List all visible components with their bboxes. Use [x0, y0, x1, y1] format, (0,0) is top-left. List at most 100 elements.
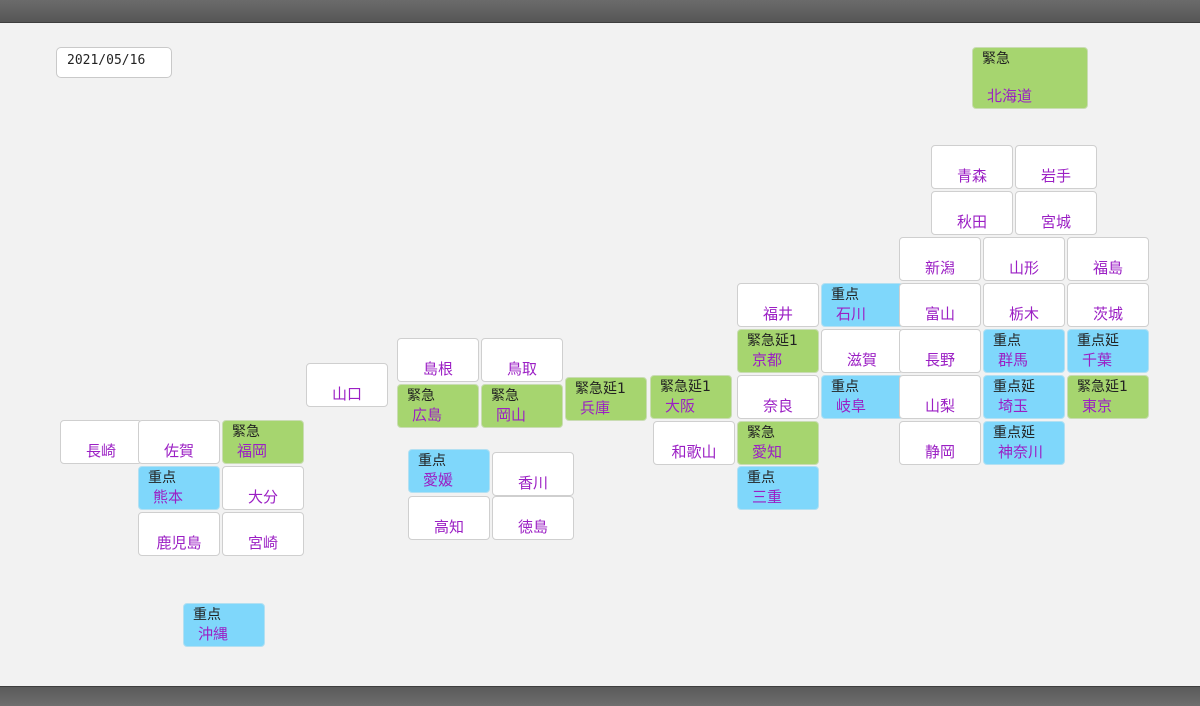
pref-ehime[interactable]: 重点愛媛: [408, 449, 490, 493]
pref-name: 熊本: [153, 488, 184, 506]
pref-name: 岐阜: [836, 397, 867, 415]
pref-name: 大阪: [665, 397, 696, 415]
pref-hiroshima[interactable]: 緊急広島: [397, 384, 479, 428]
pref-status: 緊急: [407, 388, 435, 404]
pref-name: 鹿児島: [156, 534, 202, 552]
pref-fukuoka[interactable]: 緊急福岡: [222, 420, 304, 464]
pref-fukushima[interactable]: 福島: [1067, 237, 1149, 281]
window-top-bar: [0, 0, 1200, 23]
pref-tochigi[interactable]: 栃木: [983, 283, 1065, 327]
pref-iwate[interactable]: 岩手: [1015, 145, 1097, 189]
pref-mie[interactable]: 重点三重: [737, 466, 819, 510]
pref-wakayama[interactable]: 和歌山: [653, 421, 735, 465]
pref-status: 緊急: [491, 388, 519, 404]
pref-yamagata[interactable]: 山形: [983, 237, 1065, 281]
pref-nara[interactable]: 奈良: [737, 375, 819, 419]
pref-name: 三重: [752, 488, 783, 506]
pref-name: 沖縄: [198, 625, 229, 643]
pref-name: 山口: [331, 385, 362, 403]
pref-miyazaki[interactable]: 宮崎: [222, 512, 304, 556]
pref-name: 富山: [924, 305, 955, 323]
pref-toyama[interactable]: 富山: [899, 283, 981, 327]
pref-gunma[interactable]: 重点群馬: [983, 329, 1065, 373]
pref-name: 和歌山: [671, 443, 717, 461]
pref-nagano[interactable]: 長野: [899, 329, 981, 373]
pref-name: 長野: [924, 351, 955, 369]
pref-kochi[interactable]: 高知: [408, 496, 490, 540]
pref-kyoto[interactable]: 緊急延1 京都: [737, 329, 819, 373]
pref-fukui[interactable]: 福井: [737, 283, 819, 327]
pref-kagoshima[interactable]: 鹿児島: [138, 512, 220, 556]
pref-status: 重点延: [1077, 333, 1119, 349]
pref-status: 重点延: [993, 425, 1035, 441]
pref-saitama[interactable]: 重点延埼玉: [983, 375, 1065, 419]
pref-status: 緊急: [232, 424, 260, 440]
pref-nagasaki[interactable]: 長崎: [60, 420, 142, 464]
pref-name: 佐賀: [163, 442, 194, 460]
pref-status: 緊急: [982, 51, 1010, 67]
pref-shizuoka[interactable]: 静岡: [899, 421, 981, 465]
pref-name: 北海道: [987, 87, 1033, 105]
pref-tokushima[interactable]: 徳島: [492, 496, 574, 540]
pref-status: 緊急延1: [1077, 379, 1128, 395]
pref-oita[interactable]: 大分: [222, 466, 304, 510]
pref-status: 重点: [193, 607, 221, 623]
pref-name: 福井: [762, 305, 793, 323]
pref-akita[interactable]: 秋田: [931, 191, 1013, 235]
pref-yamaguchi[interactable]: 山口: [306, 363, 388, 407]
pref-name: 大分: [247, 488, 278, 506]
pref-status: 緊急: [747, 425, 775, 441]
pref-kanagawa[interactable]: 重点延神奈川: [983, 421, 1065, 465]
pref-status: 重点: [747, 470, 775, 486]
pref-okinawa[interactable]: 重点沖縄: [183, 603, 265, 647]
pref-shimane[interactable]: 島根: [397, 338, 479, 382]
pref-chiba[interactable]: 重点延千葉: [1067, 329, 1149, 373]
pref-name: 新潟: [924, 259, 955, 277]
pref-name: 神奈川: [998, 443, 1044, 461]
date-display: 2021/05/16: [56, 47, 172, 78]
pref-status: 緊急延1: [575, 381, 626, 397]
pref-name: 愛媛: [423, 471, 454, 489]
pref-name: 山形: [1008, 259, 1039, 277]
pref-name: 長崎: [85, 442, 116, 460]
pref-status: 重点: [831, 379, 859, 395]
pref-kumamoto[interactable]: 重点熊本: [138, 466, 220, 510]
pref-name: 徳島: [517, 518, 548, 536]
window-bottom-bar: [0, 686, 1200, 706]
pref-name: 茨城: [1092, 305, 1123, 323]
pref-status: 重点延: [993, 379, 1035, 395]
pref-name: 高知: [433, 518, 464, 536]
pref-name: 栃木: [1008, 305, 1039, 323]
pref-aomori[interactable]: 青森: [931, 145, 1013, 189]
pref-okayama[interactable]: 緊急岡山: [481, 384, 563, 428]
pref-shiga[interactable]: 滋賀: [821, 329, 903, 373]
pref-ibaraki[interactable]: 茨城: [1067, 283, 1149, 327]
pref-miyagi[interactable]: 宮城: [1015, 191, 1097, 235]
pref-status: 緊急延1: [747, 333, 798, 349]
pref-aichi[interactable]: 緊急愛知: [737, 421, 819, 465]
pref-name: 福島: [1092, 259, 1123, 277]
pref-name: 埼玉: [998, 397, 1029, 415]
pref-name: 愛知: [752, 443, 783, 461]
pref-yamanashi[interactable]: 山梨: [899, 375, 981, 419]
pref-name: 広島: [412, 406, 443, 424]
pref-ishikawa[interactable]: 重点石川: [821, 283, 903, 327]
pref-name: 岡山: [496, 406, 527, 424]
pref-tottori[interactable]: 鳥取: [481, 338, 563, 382]
pref-name: 山梨: [924, 397, 955, 415]
pref-name: 宮城: [1040, 213, 1071, 231]
pref-status: 重点: [831, 287, 859, 303]
pref-hyogo[interactable]: 緊急延1 兵庫: [565, 377, 647, 421]
pref-name: 京都: [752, 351, 783, 369]
pref-name: 兵庫: [580, 399, 611, 417]
pref-kagawa[interactable]: 香川: [492, 452, 574, 496]
pref-name: 宮崎: [247, 534, 278, 552]
pref-hokkaido[interactable]: 緊急北海道: [972, 47, 1088, 109]
pref-name: 鳥取: [506, 360, 537, 378]
pref-niigata[interactable]: 新潟: [899, 237, 981, 281]
pref-saga[interactable]: 佐賀: [138, 420, 220, 464]
pref-gifu[interactable]: 重点岐阜: [821, 375, 903, 419]
pref-name: 岩手: [1040, 167, 1071, 185]
